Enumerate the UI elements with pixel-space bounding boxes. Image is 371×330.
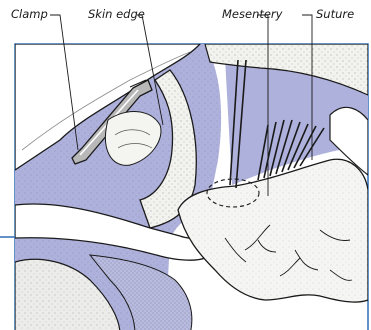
surgical-illustration: [0, 0, 371, 330]
